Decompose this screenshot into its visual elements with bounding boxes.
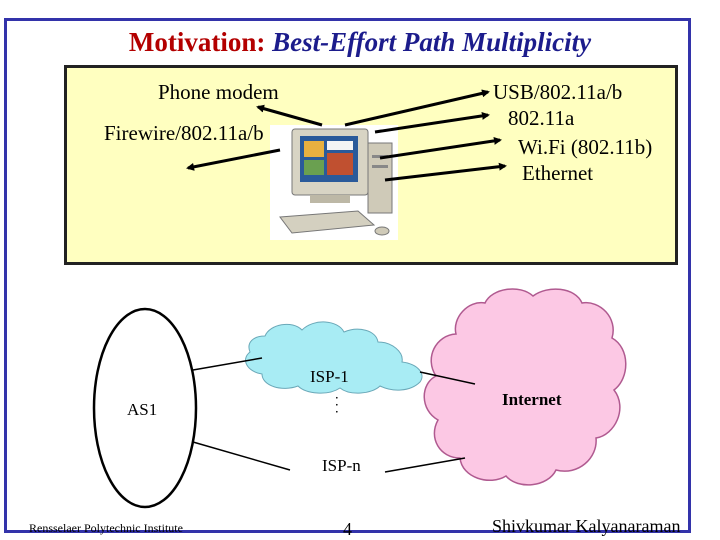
title-emphasis: Best-Effort Path Multiplicity bbox=[272, 27, 592, 57]
label-ellipsis: . . . bbox=[332, 396, 347, 414]
arrow-ethernet bbox=[384, 162, 507, 182]
slide-title: Motivation: Best-Effort Path Multiplicit… bbox=[0, 27, 720, 58]
arrow-wifi bbox=[379, 136, 502, 160]
arrow-firewire bbox=[186, 148, 281, 171]
label-ethernet: Ethernet bbox=[522, 161, 594, 185]
title-prefix: Motivation: bbox=[128, 27, 266, 57]
label-80211a: 802.11a bbox=[508, 106, 575, 130]
internet-cloud bbox=[423, 288, 627, 486]
slide-frame bbox=[4, 18, 691, 533]
label-phone-modem: Phone modem bbox=[158, 80, 279, 104]
computer-icon bbox=[279, 128, 393, 236]
footer-institution: Rensselaer Polytechnic Institute bbox=[29, 521, 183, 535]
footer-author: Shivkumar Kalyanaraman bbox=[492, 516, 681, 536]
isp-cloud bbox=[245, 321, 423, 394]
link-ispn-internet bbox=[384, 457, 466, 473]
computer-illustration bbox=[270, 125, 398, 240]
arrow-usb bbox=[344, 89, 490, 127]
label-isp1: ISP-1 bbox=[310, 367, 349, 386]
label-as1: AS1 bbox=[127, 400, 158, 419]
link-isp1-internet bbox=[419, 371, 476, 385]
link-as1-isp1 bbox=[192, 357, 263, 371]
label-firewire: Firewire/802.11a/b bbox=[104, 121, 264, 145]
label-internet: Internet bbox=[502, 390, 562, 409]
link-as1-ispn bbox=[192, 441, 291, 471]
footer-page-number: 4 bbox=[343, 519, 352, 539]
arrow-phone-modem bbox=[256, 104, 323, 127]
label-ispn: ISP-n bbox=[322, 456, 361, 475]
as1-ellipse bbox=[92, 307, 198, 509]
label-wifi: Wi.Fi (802.11b) bbox=[518, 135, 653, 159]
label-usb: USB/802.11a/b bbox=[493, 80, 623, 104]
arrow-80211a bbox=[374, 111, 490, 134]
